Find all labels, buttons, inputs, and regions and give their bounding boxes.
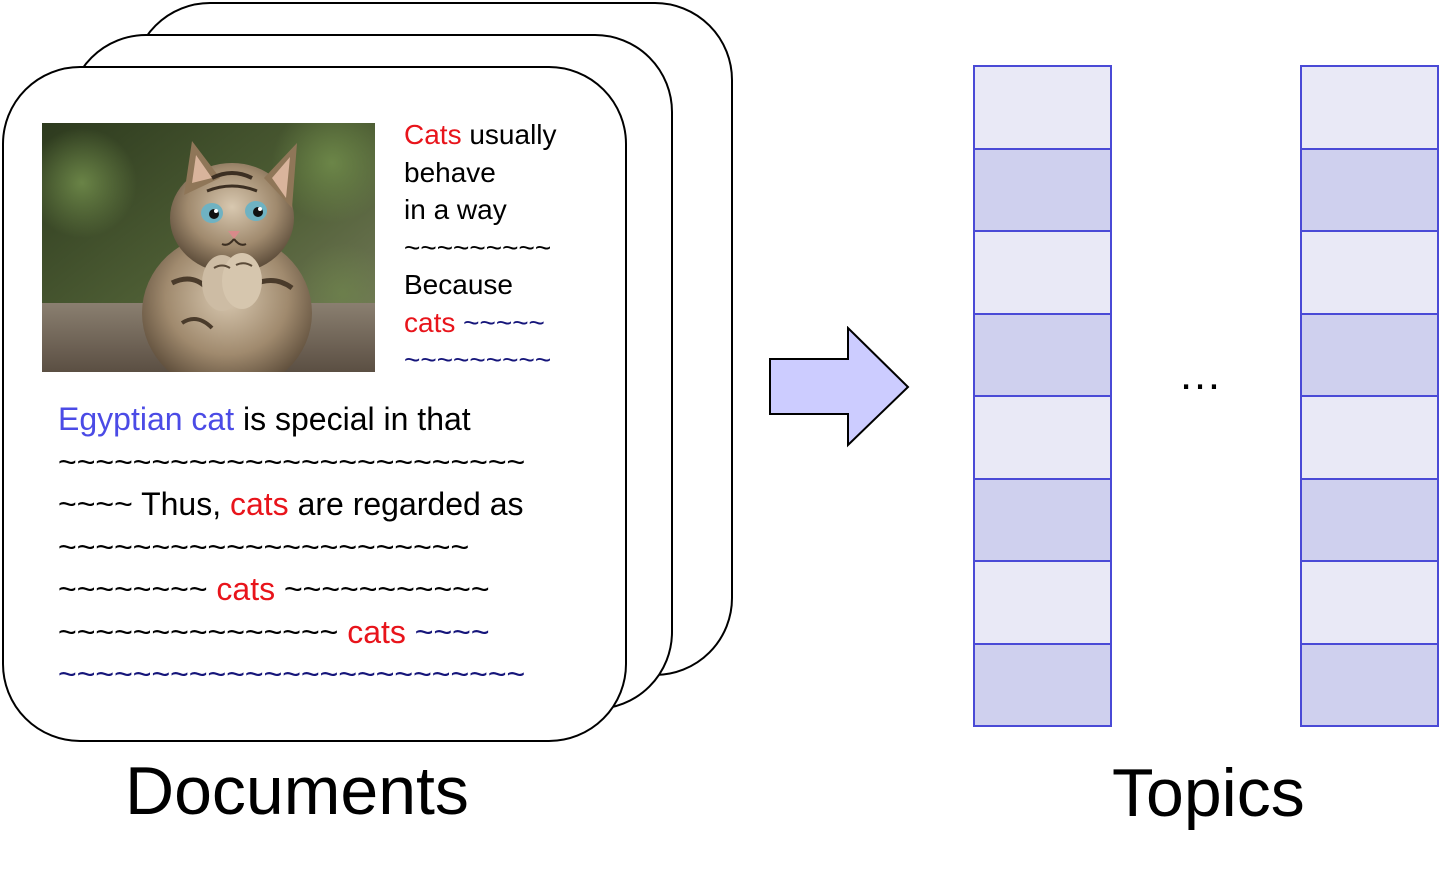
text-segment: ~~~~~~~~ — [58, 571, 217, 607]
topics-ellipsis: … — [1178, 350, 1224, 399]
right-arrow-icon — [769, 326, 910, 448]
keyword-cats: cats — [404, 306, 456, 338]
body_lines-line: ~~~~~~~~~~~~~~~~~~~~~~~~~ — [58, 653, 618, 696]
keyword-cats: Cats — [404, 119, 462, 150]
topic-bar — [973, 65, 1112, 727]
body_lines-line: ~~~~~~~~ cats ~~~~~~~~~~~ — [58, 568, 618, 611]
text-segment: ~~~~~~~~~~~ — [275, 571, 490, 607]
text-segment: ~~~~ Thus, — [58, 486, 230, 522]
topic-cell-dark — [973, 477, 1112, 562]
topic-cell-dark — [1300, 147, 1439, 232]
topic-cell-light — [1300, 230, 1439, 315]
body_lines-line: Egyptian cat is special in that — [58, 398, 618, 441]
text-segment: ~~~~~~~~~~~~~~~~~~~~~~~~~ — [58, 443, 526, 480]
body_lines-line: ~~~~~~~~~~~~~~~~~~~~~~~~~ — [58, 441, 618, 484]
text-segment: ~~~~~~~~~~~~~~~~~~~~~~~~~ — [58, 656, 526, 692]
topic-cell-dark — [1300, 312, 1439, 397]
keyword-cats: cats — [347, 613, 406, 650]
text-segment: behave — [404, 156, 496, 188]
topic-cell-light — [1300, 560, 1439, 645]
text-segment: Because — [404, 269, 513, 300]
topic-cell-dark — [973, 147, 1112, 232]
document-body-text: Egyptian cat is special in that~~~~~~~~~… — [58, 398, 618, 696]
text-segment: in a way — [404, 194, 507, 225]
topic-cell-light — [1300, 65, 1439, 150]
documents-label: Documents — [125, 753, 469, 829]
text-segment: ~~~~~~~~~ — [404, 344, 552, 375]
body_lines-line: ~~~~ Thus, cats are regarded as — [58, 483, 618, 526]
text-segment: ~~~~ — [405, 613, 490, 650]
topic-cell-light — [973, 560, 1112, 645]
topic-cell-dark — [973, 312, 1112, 397]
text-segment: usually — [461, 119, 557, 150]
body_lines-line: ~~~~~~~~~~~~~~~ cats ~~~~ — [58, 611, 618, 654]
topic-cell-light — [973, 395, 1112, 480]
keyword-egyptian-cat: Egyptian cat — [58, 401, 235, 437]
side_lines-line: Because — [404, 266, 624, 304]
text-segment: ~~~~~ — [455, 306, 545, 338]
side_lines-line: Cats usually — [404, 116, 624, 154]
text-segment: ~~~~~~~~~~~~~~~~~~~~~~ — [58, 528, 470, 565]
topics-label: Topics — [1112, 755, 1305, 831]
body_lines-line: ~~~~~~~~~~~~~~~~~~~~~~ — [58, 526, 618, 569]
text-segment: ~~~~~~~~~ — [404, 231, 552, 263]
side_lines-line: behave — [404, 154, 624, 192]
cat-photo — [42, 123, 375, 372]
side_lines-line: in a way — [404, 191, 624, 229]
text-segment: is special in that — [234, 401, 471, 437]
side_lines-line: ~~~~~~~~~ — [404, 229, 624, 267]
topic-cell-light — [973, 65, 1112, 150]
keyword-cats: cats — [229, 486, 289, 522]
topic-cell-dark — [1300, 642, 1439, 727]
topic-cell-dark — [1300, 477, 1439, 562]
side_lines-line: cats ~~~~~ — [404, 304, 624, 342]
topic-cell-dark — [973, 642, 1112, 727]
topic-bar — [1300, 65, 1439, 727]
side_lines-line: ~~~~~~~~~ — [404, 341, 624, 379]
keyword-cats: cats — [216, 571, 276, 607]
topic-cell-light — [973, 230, 1112, 315]
text-segment: ~~~~~~~~~~~~~~~ — [58, 613, 348, 650]
topic-cell-light — [1300, 395, 1439, 480]
text-segment: are regarded as — [288, 486, 524, 522]
